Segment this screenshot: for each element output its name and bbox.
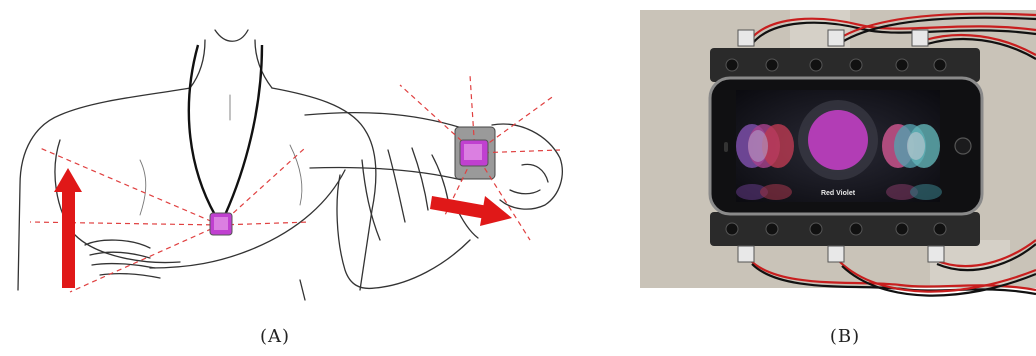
left-color-bubbles [736, 124, 794, 200]
panel-a-illustrations [0, 0, 620, 356]
right-color-bubbles [882, 124, 942, 200]
panel-a-svg [0, 0, 620, 320]
lanyard-left [189, 45, 215, 215]
home-button [955, 138, 971, 154]
panel-b-svg: Red Violet [640, 0, 1036, 320]
color-name-label: Red Violet [821, 190, 856, 197]
caption-b: (B) [815, 326, 875, 347]
lanyard-right [225, 45, 262, 215]
up-arrow-icon [54, 168, 82, 288]
main-color-swatch [808, 110, 868, 170]
caption-a: (A) [245, 326, 305, 347]
panel-b-photo: Red Violet [640, 0, 1036, 356]
